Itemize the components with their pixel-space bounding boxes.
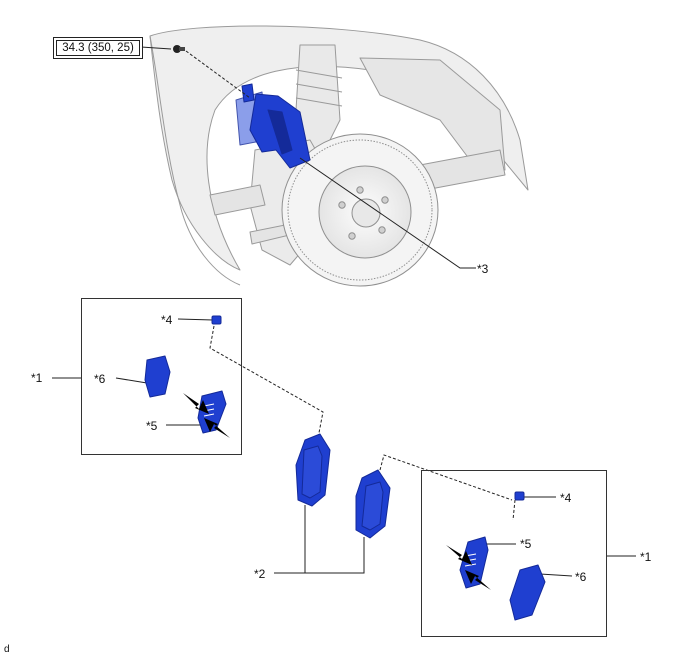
shim-path-dashed-left — [209, 325, 324, 439]
outer-shim-part — [509, 564, 546, 621]
press-arrow-icon — [183, 393, 230, 438]
fender-outer-edge — [149, 35, 241, 286]
leader-lines — [52, 46, 636, 577]
anti-squeal-shim-small — [514, 491, 525, 501]
callout-1-left: *1 — [31, 371, 43, 385]
brake-pad-set — [295, 433, 391, 539]
leader-3 — [299, 157, 476, 269]
hub-bolt — [348, 232, 356, 240]
lower-arm — [209, 184, 266, 216]
callout-6-left: *6 — [94, 372, 106, 386]
callout-3: *3 — [477, 262, 489, 276]
callout-4-left: *4 — [161, 313, 173, 327]
callout-5-right: *5 — [520, 537, 532, 551]
torque-leader — [140, 46, 172, 50]
leader-6-right — [539, 573, 573, 577]
shim-path-dashed-right — [379, 454, 513, 501]
callout-4-right: *4 — [560, 491, 572, 505]
hub-bolt — [378, 226, 386, 234]
press-arrow-icon — [446, 545, 491, 590]
detail-box-right — [421, 470, 607, 637]
inner-shim-part — [459, 536, 489, 589]
strut-spring — [295, 69, 343, 107]
callout-5-left: *5 — [146, 419, 158, 433]
hub-bolt — [356, 186, 364, 194]
outer-shim-part — [144, 355, 171, 398]
anti-squeal-shim-small — [211, 315, 222, 325]
leader-6-left — [115, 377, 148, 384]
figure-code: d — [4, 644, 10, 655]
callout-2: *2 — [254, 567, 266, 581]
leader-2-bracket — [304, 505, 365, 574]
torque-spec-box: 34.3 (350, 25) — [53, 37, 143, 59]
bolt-path-dashed — [185, 50, 251, 99]
leader-4-left — [177, 318, 214, 321]
right-shim-set — [459, 491, 546, 621]
caliper-bracket-part — [235, 83, 311, 169]
detail-box-left — [81, 298, 242, 455]
hub-bolt — [381, 196, 389, 204]
hub-bolt — [338, 201, 346, 209]
torque-spec-value: 34.3 (350, 25) — [56, 40, 140, 56]
callout-6-right: *6 — [575, 570, 587, 584]
bolt-icon — [173, 45, 185, 53]
inner-shim-part — [197, 390, 227, 434]
callout-1-right: *1 — [640, 550, 652, 564]
left-shim-set — [144, 315, 227, 434]
